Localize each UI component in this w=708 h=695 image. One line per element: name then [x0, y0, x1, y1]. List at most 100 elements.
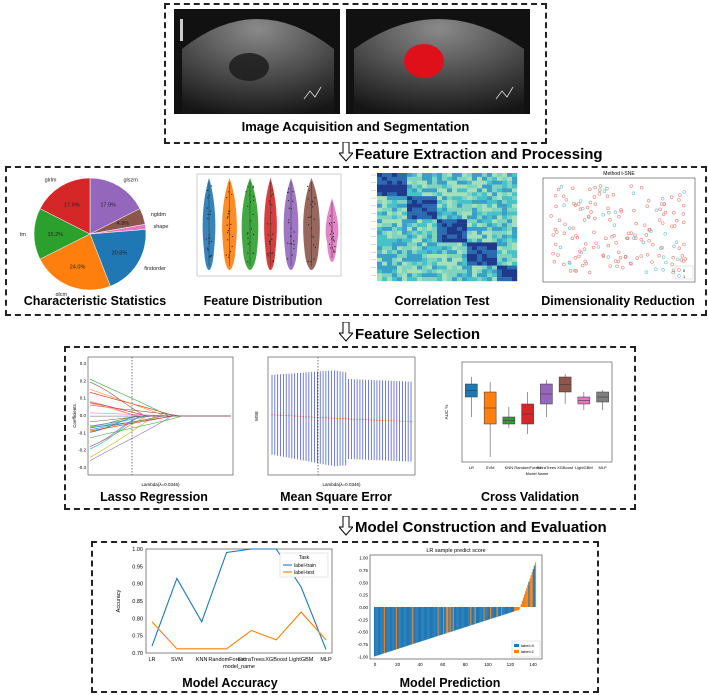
heatmap-cell — [477, 203, 483, 208]
violin-point — [267, 234, 269, 236]
prediction-ytick: 0.00 — [359, 605, 368, 610]
heatmap-cell — [392, 273, 398, 278]
heatmap-cell — [462, 230, 468, 235]
prediction-ytick: 0.75 — [359, 568, 368, 573]
heatmap-cell — [402, 250, 408, 255]
mse-point — [387, 419, 390, 422]
pie-category-label: shape — [153, 224, 168, 230]
tsne-point — [633, 233, 637, 237]
heatmap-cell — [462, 223, 468, 228]
heatmap-cell — [502, 176, 508, 181]
prediction-bar — [486, 607, 488, 621]
heatmap-cell — [442, 207, 448, 212]
heatmap-cell — [502, 238, 508, 243]
prediction-bar — [520, 604, 522, 607]
prediction-bar — [403, 607, 405, 647]
mse-point — [359, 418, 361, 421]
heatmap-cell — [407, 269, 413, 274]
heatmap-cell — [487, 273, 493, 278]
prediction-bar — [402, 607, 404, 648]
heatmap-cell — [417, 176, 423, 181]
heatmap-cell — [412, 230, 418, 235]
heatmap-cell — [492, 196, 498, 201]
heatmap-cell — [407, 242, 413, 247]
mse-point — [276, 414, 279, 416]
tsne-point — [647, 239, 651, 243]
accuracy-ytick: 0.85 — [132, 599, 143, 605]
heatmap-cell — [437, 188, 443, 193]
heatmap-cell — [382, 207, 388, 212]
heatmap-cell — [387, 269, 393, 274]
heatmap-cell — [437, 246, 443, 251]
heatmap-cell — [402, 196, 408, 201]
prediction-ytick: 0.50 — [359, 580, 368, 585]
heatmap-cell — [467, 184, 473, 189]
heatmap-cell — [507, 246, 513, 251]
heatmap-cell — [412, 250, 418, 255]
heatmap-cell — [422, 238, 428, 243]
heatmap-cell — [377, 207, 383, 212]
prediction-bar — [406, 607, 409, 646]
heatmap-cell — [462, 196, 468, 201]
heatmap-cell — [502, 188, 508, 193]
lasso-coef-path — [89, 415, 231, 439]
accuracy-ytick: 0.70 — [132, 651, 143, 657]
tsne-point — [592, 230, 596, 235]
violin-point — [272, 260, 275, 262]
heatmap-cell — [487, 192, 493, 197]
violin-point — [333, 221, 335, 224]
heatmap-cell — [462, 277, 468, 282]
heatmap-cell — [497, 277, 503, 282]
heatmap-cell — [457, 219, 463, 224]
heatmap-cell — [442, 188, 448, 193]
heatmap-cell — [452, 188, 458, 193]
heatmap-cell — [472, 227, 478, 232]
heatmap-cell — [382, 173, 388, 178]
tsne-point — [602, 189, 607, 194]
violin-point — [272, 252, 274, 254]
heatmap-cell — [407, 238, 413, 243]
heatmap-cell — [432, 215, 438, 220]
heatmap-cell — [502, 227, 508, 232]
tsne-point — [555, 230, 559, 234]
mse-point — [342, 418, 344, 420]
heatmap-cell — [427, 246, 433, 251]
heatmap-cell — [377, 180, 383, 185]
heatmap-cell — [477, 192, 483, 197]
heatmap-cell — [407, 200, 413, 205]
heatmap-cell — [477, 180, 483, 185]
heatmap-cell — [447, 207, 453, 212]
heatmap-cell — [497, 180, 503, 185]
heatmap-cell — [482, 265, 488, 270]
heatmap-cell — [482, 215, 488, 220]
heatmap-cell — [417, 273, 423, 278]
heatmap-cell — [397, 238, 403, 243]
heatmap-cell — [457, 176, 463, 181]
heatmap-cell — [382, 273, 388, 278]
heatmap-cell — [462, 215, 468, 220]
heatmap-cell — [492, 200, 498, 205]
heatmap-cell — [392, 176, 398, 181]
tsne-point — [613, 210, 618, 214]
stage2-box — [5, 166, 707, 316]
heatmap-cell — [442, 203, 448, 208]
heatmap-cell — [422, 265, 428, 270]
heatmap-cell — [512, 230, 518, 235]
heatmap-cell — [392, 265, 398, 270]
heatmap-cell — [472, 219, 478, 224]
violin-point — [245, 191, 247, 193]
heatmap-cell — [467, 219, 473, 224]
heatmap-cell — [452, 173, 458, 178]
down-arrow-icon — [339, 516, 353, 536]
tsne-point — [623, 255, 628, 259]
heatmap-cell — [452, 215, 458, 220]
heatmap-cell — [497, 211, 503, 216]
heatmap-cell — [462, 261, 468, 266]
pie-category-label: ngtdm — [151, 212, 167, 218]
violin-point — [288, 207, 290, 209]
violin-point — [267, 223, 269, 225]
panel-label-lasso-regression: Lasso Regression — [100, 490, 208, 504]
heatmap-cell — [457, 227, 463, 232]
heatmap-cell — [382, 227, 388, 232]
accuracy-legend-label: label-train — [294, 563, 316, 569]
